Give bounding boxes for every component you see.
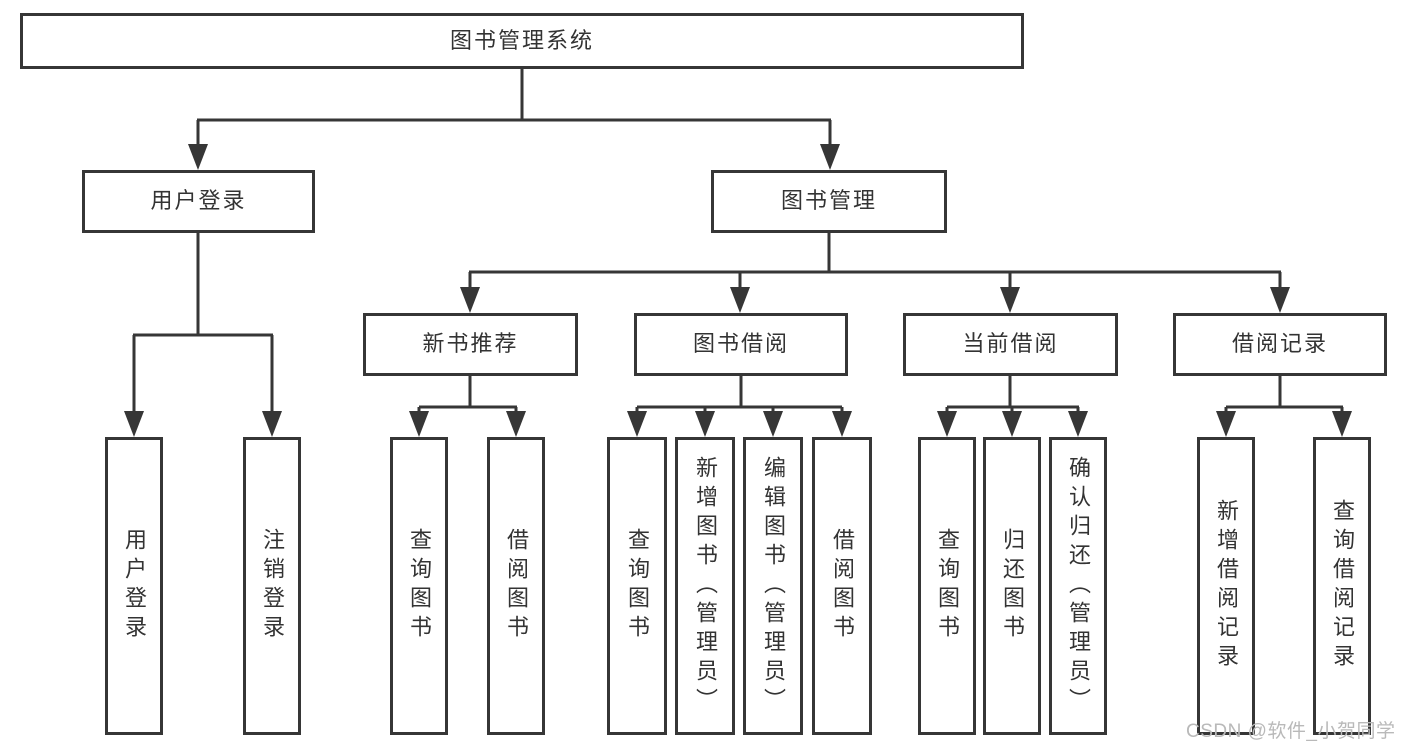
leaf-add-book-admin: 新增图书（管理员） [675, 437, 735, 735]
leaf-query-borrow-record: 查询借阅记录 [1313, 437, 1371, 735]
csdn-watermark: CSDN @软件_小贺同学 [1186, 721, 1396, 742]
node-user-login: 用户登录 [82, 170, 315, 233]
node-book-borrow: 图书借阅 [634, 313, 848, 376]
down-arrowhead [627, 411, 647, 437]
leaf-query-books-recommend: 查询图书 [390, 437, 448, 735]
node-root-library-system: 图书管理系统 [20, 13, 1024, 69]
down-arrowhead [262, 411, 282, 437]
down-arrowhead [695, 411, 715, 437]
leaf-query-books-current: 查询图书 [918, 437, 976, 735]
node-new-book-recommend: 新书推荐 [363, 313, 578, 376]
down-arrowhead [832, 411, 852, 437]
leaf-confirm-return-admin: 确认归还（管理员） [1049, 437, 1107, 735]
down-arrowhead [460, 287, 480, 313]
down-arrowhead [1068, 411, 1088, 437]
down-arrowhead [1270, 287, 1290, 313]
leaf-borrow-books: 借阅图书 [812, 437, 872, 735]
leaf-return-book: 归还图书 [983, 437, 1041, 735]
down-arrowhead [1002, 411, 1022, 437]
down-arrowhead [506, 411, 526, 437]
node-book-management: 图书管理 [711, 170, 947, 233]
node-current-borrow: 当前借阅 [903, 313, 1118, 376]
leaf-add-borrow-record: 新增借阅记录 [1197, 437, 1255, 735]
down-arrowhead [1332, 411, 1352, 437]
down-arrowhead [730, 287, 750, 313]
down-arrowhead [409, 411, 429, 437]
down-arrowhead [820, 144, 840, 170]
leaf-logout: 注销登录 [243, 437, 301, 735]
down-arrowhead [1000, 287, 1020, 313]
leaf-user-login: 用户登录 [105, 437, 163, 735]
down-arrowhead [763, 411, 783, 437]
down-arrowhead [124, 411, 144, 437]
down-arrowhead [1216, 411, 1236, 437]
down-arrowhead [188, 144, 208, 170]
node-borrow-records: 借阅记录 [1173, 313, 1387, 376]
down-arrowhead [937, 411, 957, 437]
leaf-query-books-borrow: 查询图书 [607, 437, 667, 735]
leaf-borrow-books-recommend: 借阅图书 [487, 437, 545, 735]
leaf-edit-book-admin: 编辑图书（管理员） [743, 437, 803, 735]
